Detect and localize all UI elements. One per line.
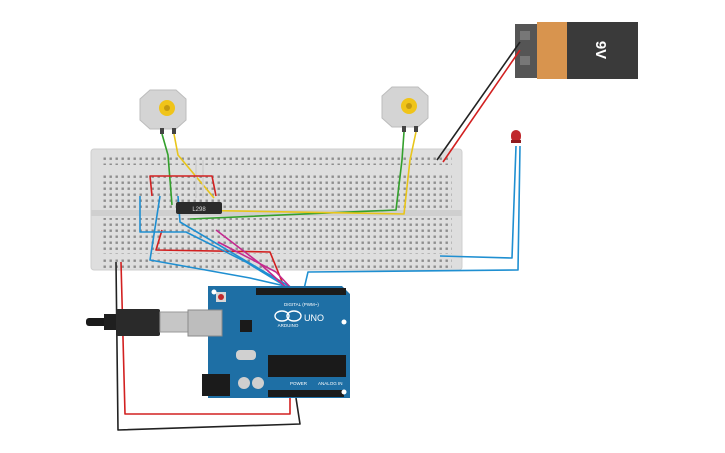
arduino-model: UNO — [304, 313, 324, 323]
red-to-arduino[interactable] — [155, 229, 286, 290]
usb-port[interactable] — [187, 309, 223, 337]
ground-black-wire[interactable] — [115, 261, 301, 431]
digital-label: DIGITAL (PWM~) — [284, 302, 319, 307]
power-label: POWER — [290, 381, 308, 386]
chip-label: L298 — [192, 207, 206, 213]
usb-cable[interactable] — [86, 309, 189, 336]
right-motor-green-wire[interactable] — [189, 131, 405, 220]
arduino-logo: ARDUINO — [274, 310, 302, 328]
top-power-rail[interactable] — [100, 155, 452, 165]
left-motor-green-wire[interactable] — [161, 133, 173, 206]
analog-label: ANALOG IN — [318, 381, 343, 386]
board-red-jumper[interactable] — [149, 175, 217, 197]
wires — [115, 41, 521, 431]
chip-body — [176, 202, 222, 214]
battery-cap — [537, 22, 567, 79]
battery-body — [567, 22, 638, 79]
led-wire-2[interactable] — [303, 145, 521, 290]
blue-signal-wire-3[interactable] — [149, 195, 299, 290]
capacitor-2 — [252, 377, 264, 389]
battery-black-wire[interactable] — [436, 41, 521, 161]
left-motor[interactable] — [139, 89, 187, 134]
driver-ic[interactable]: L298 — [176, 202, 222, 214]
blue-signal-wire-1[interactable] — [139, 196, 291, 290]
breadboard[interactable] — [90, 148, 463, 271]
red-led[interactable] — [511, 130, 521, 143]
right-motor[interactable] — [381, 86, 429, 132]
left-motor-yellow-wire[interactable] — [173, 133, 215, 199]
battery-label: 9V — [592, 41, 609, 59]
battery-9v[interactable]: 9V — [515, 22, 638, 79]
arduino-uno[interactable]: DIGITAL (PWM~) ARDUINO UNO POWER ANALOG … — [187, 286, 350, 398]
crystal — [236, 350, 256, 360]
center-channel — [91, 210, 462, 216]
capacitor-1 — [238, 377, 250, 389]
atmega-chip — [268, 355, 346, 377]
led-body — [511, 130, 521, 142]
arduino-logo-text: ARDUINO — [278, 323, 299, 328]
dc-jack[interactable] — [202, 374, 230, 396]
digital-header[interactable] — [256, 288, 346, 295]
led-wire-1[interactable] — [439, 145, 517, 259]
power-analog-header[interactable] — [268, 390, 344, 397]
right-motor-yellow-wire[interactable] — [179, 131, 417, 215]
power-red-wire[interactable] — [120, 261, 291, 415]
battery-red-wire[interactable] — [442, 49, 521, 163]
lower-terminal-strip[interactable] — [100, 218, 452, 254]
usb-chip — [240, 320, 252, 332]
magenta-wire-2[interactable] — [217, 241, 293, 290]
bottom-power-rail[interactable] — [100, 258, 452, 268]
